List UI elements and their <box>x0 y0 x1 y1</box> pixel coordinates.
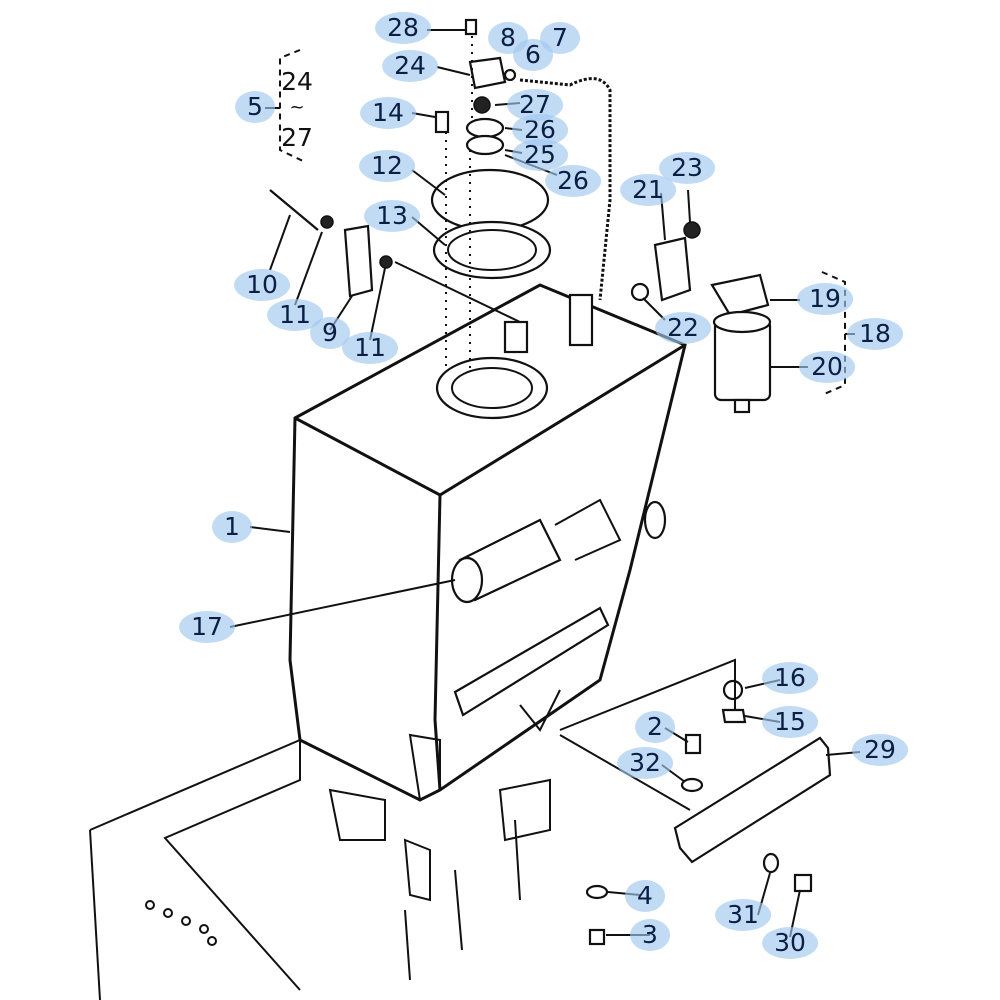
callout-10: 10 <box>234 269 290 301</box>
bottom-rail <box>585 679 832 946</box>
callout-17: 17 <box>179 611 235 643</box>
top-fittings <box>434 18 612 301</box>
callout-11-left: 11 <box>267 299 323 331</box>
callout-12: 12 <box>359 150 415 182</box>
callout-1: 1 <box>212 511 252 543</box>
callout-7: 7 <box>540 22 580 54</box>
callout-30: 30 <box>762 927 818 959</box>
callout-19: 19 <box>797 283 853 315</box>
callout-27: 27 <box>507 89 563 121</box>
callout-23: 23 <box>659 152 715 184</box>
callout-11-right: 11 <box>342 332 398 364</box>
hydraulic-tank <box>288 283 687 802</box>
bracket-start-label: 24 <box>281 67 313 96</box>
callout-18: 18 <box>847 318 903 350</box>
bracket-separator: ~ <box>289 97 305 118</box>
callout-4: 4 <box>625 880 665 912</box>
bracket-end-label: 27 <box>281 123 313 152</box>
callout-8: 8 <box>488 22 528 54</box>
filter-assembly <box>630 221 772 414</box>
callout-29: 29 <box>852 734 908 766</box>
callout-20: 20 <box>799 351 855 383</box>
callout-5: 5 <box>235 91 275 123</box>
mount-block <box>269 189 393 298</box>
tank-cover <box>430 168 552 280</box>
callout-32: 32 <box>617 747 673 779</box>
callout-13: 13 <box>364 200 420 232</box>
callout-31: 31 <box>715 899 771 931</box>
strainer <box>450 498 667 604</box>
callout-26-lower: 26 <box>545 165 601 197</box>
callout-15: 15 <box>762 706 818 738</box>
callout-22: 22 <box>655 312 711 344</box>
callout-14: 14 <box>360 97 416 129</box>
callout-16: 16 <box>762 662 818 694</box>
callout-24: 24 <box>382 50 438 82</box>
callout-2: 2 <box>635 711 675 743</box>
callout-28: 28 <box>375 12 431 44</box>
machine-frame <box>89 738 551 1000</box>
callout-21: 21 <box>620 174 676 206</box>
callout-3: 3 <box>630 919 670 951</box>
